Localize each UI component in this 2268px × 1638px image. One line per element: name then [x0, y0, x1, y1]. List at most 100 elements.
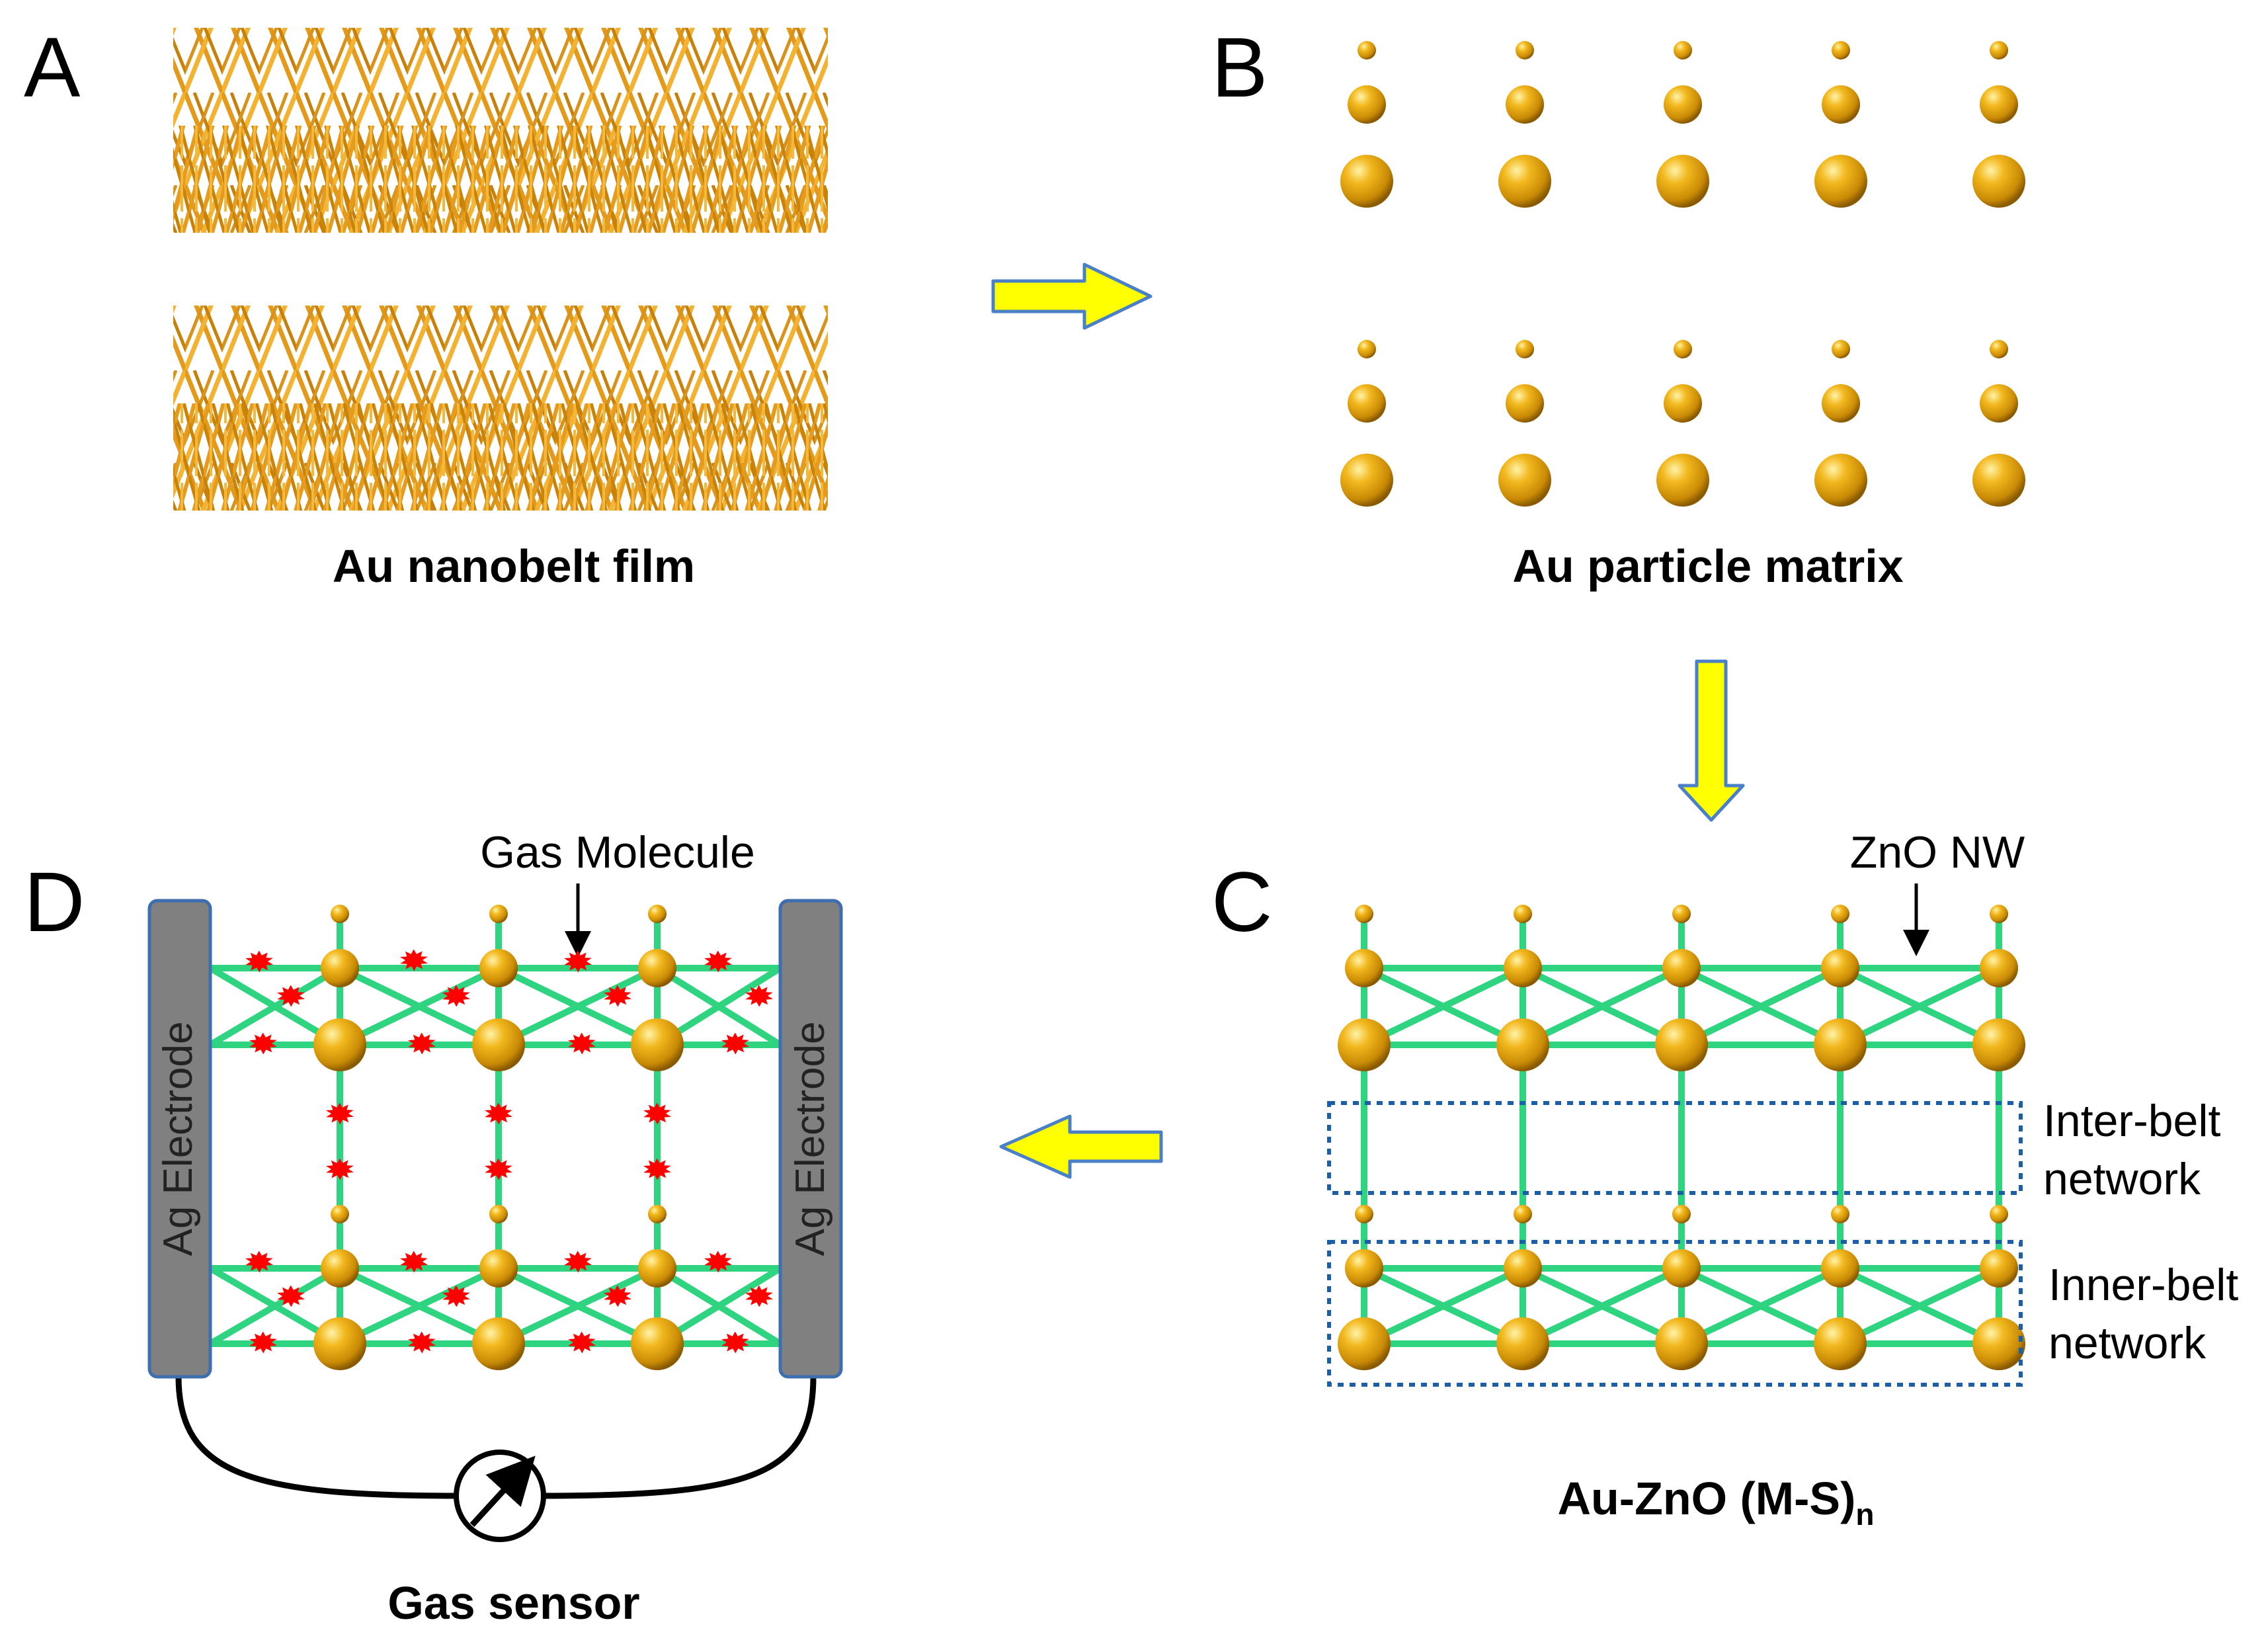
zno-nanowire — [1678, 1265, 1843, 1347]
au-particle — [1821, 949, 1859, 987]
label-inter-belt: Inter-belt — [2043, 1096, 2220, 1146]
zno-nanowire — [1678, 965, 1843, 1048]
au-particle — [1340, 454, 1393, 507]
au-particle — [1664, 85, 1702, 124]
au-particle — [313, 1317, 366, 1370]
au-particle — [1821, 1249, 1859, 1288]
au-particle — [321, 949, 359, 987]
au-particle — [638, 949, 676, 987]
au-particle — [1814, 454, 1867, 507]
gas-molecule-icon — [564, 950, 592, 973]
au-particle — [1814, 1317, 1867, 1370]
au-particle — [1498, 155, 1551, 208]
caption-au-nanobelt-film: Au nanobelt film — [333, 540, 695, 592]
au-particle — [1514, 905, 1532, 923]
nanobelt-film-bottom — [173, 306, 828, 511]
gas-molecule-icon — [643, 1102, 671, 1125]
meter-icon — [454, 1450, 546, 1542]
au-particle — [1506, 85, 1544, 124]
au-particle — [1655, 1018, 1708, 1071]
au-particle — [1357, 340, 1376, 358]
gas-molecule-icon — [442, 1285, 470, 1307]
ag-electrode-right: Ag Electrode — [778, 899, 843, 1379]
au-particle — [479, 1249, 518, 1288]
zno-nanowire — [1519, 965, 1685, 1048]
label-inter-belt-network: network — [2043, 1154, 2201, 1204]
gas-molecule-icon — [442, 985, 470, 1007]
au-particle — [1980, 384, 2018, 423]
au-particle — [1980, 85, 2018, 124]
gas-molecule-icon — [277, 1285, 305, 1307]
gas-molecule-icon — [408, 1032, 436, 1055]
au-particle — [1345, 949, 1383, 987]
au-particle — [1348, 384, 1386, 423]
au-particle — [1980, 1249, 2018, 1288]
au-particle — [472, 1018, 525, 1071]
zno-nanowire — [1361, 1265, 1526, 1347]
gas-molecule-icon — [245, 1250, 273, 1273]
caption-au-particle-matrix: Au particle matrix — [1512, 540, 1903, 592]
au-particle — [1656, 155, 1709, 208]
au-particle — [1516, 41, 1534, 60]
au-particle — [1822, 384, 1860, 423]
au-particle — [1338, 1317, 1391, 1370]
au-particle — [1831, 905, 1849, 923]
au-particle — [1504, 1249, 1542, 1288]
inner-belt-box — [1327, 1240, 2023, 1387]
au-particle — [1355, 905, 1373, 923]
au-particle — [489, 1205, 508, 1223]
au-particle — [1496, 1018, 1549, 1071]
au-particle — [472, 1317, 525, 1370]
gas-molecule-icon — [277, 985, 305, 1007]
au-particle — [1345, 1249, 1383, 1288]
caption-au-zno-ms-main: Au-ZnO (M-S) — [1557, 1473, 1855, 1524]
au-particle — [1990, 905, 2008, 923]
gas-molecule-icon — [485, 1102, 512, 1125]
zno-nanowire — [207, 1265, 343, 1347]
au-particle — [1674, 340, 1692, 358]
au-particle — [1504, 949, 1542, 987]
gas-molecule-icon — [408, 1331, 436, 1354]
au-particle — [1831, 1205, 1849, 1223]
panel-label-b: B — [1211, 20, 1268, 115]
au-particle — [1514, 1205, 1532, 1223]
inter-belt-box — [1327, 1101, 2023, 1195]
gas-molecule-icon — [400, 949, 428, 971]
label-inner-belt-network: network — [2048, 1318, 2207, 1368]
sensor-circuit-wire — [175, 1376, 817, 1499]
au-particle — [1516, 340, 1534, 358]
au-particle — [1672, 905, 1691, 923]
gas-molecule-icon — [245, 950, 273, 973]
arrow-down-b-to-c — [1678, 659, 1745, 822]
gas-molecule-icon — [721, 1032, 749, 1055]
au-particle — [631, 1018, 684, 1071]
gas-molecule-icon — [745, 1285, 773, 1307]
gas-molecule-icon — [604, 985, 631, 1007]
au-particle — [1832, 41, 1850, 60]
au-particle — [1662, 1249, 1701, 1288]
zno-nanowire — [495, 965, 661, 1048]
au-particle — [1972, 454, 2025, 507]
zno-nanowire — [1519, 1265, 1685, 1347]
au-particle — [321, 1249, 359, 1288]
gas-molecule-icon — [326, 1102, 354, 1125]
arrow-right-a-to-b — [991, 263, 1153, 330]
au-particle — [1672, 1205, 1691, 1223]
nanobelt-film-top — [173, 28, 828, 233]
au-particle — [331, 1205, 349, 1223]
au-particle-matrix — [1340, 41, 2025, 507]
au-particle — [331, 905, 349, 923]
gas-molecule-icon — [745, 985, 773, 1007]
au-particle — [648, 1205, 667, 1223]
ag-electrode-left-label: Ag Electrode — [155, 1022, 201, 1256]
au-particle — [631, 1317, 684, 1370]
au-particle — [1972, 1018, 2025, 1071]
arrow-left-c-to-d — [999, 1114, 1163, 1179]
label-zno-nw: ZnO NW — [1850, 827, 2025, 878]
au-particle — [1340, 155, 1393, 208]
zno-nanowire — [1361, 965, 1526, 1048]
caption-gas-sensor: Gas sensor — [387, 1577, 639, 1629]
au-particle — [1498, 454, 1551, 507]
au-particle — [1972, 1317, 2025, 1370]
